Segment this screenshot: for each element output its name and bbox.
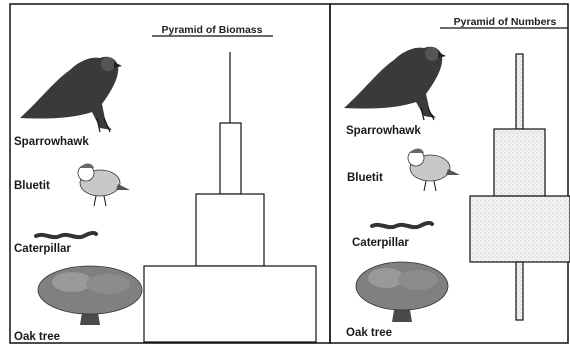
biomass-bar-bluetit-caterpillar [196, 194, 264, 266]
label-caterpillar: Caterpillar [14, 243, 71, 255]
numbers-bar-oak-tree [516, 262, 523, 320]
numbers-panel: Pyramid of Numbers Sparrowhawk Bluetit C… [344, 16, 570, 339]
oak-tree-icon [356, 262, 448, 322]
numbers-bar-sparrowhawk-top [516, 54, 523, 129]
label-caterpillar-numbers: Caterpillar [352, 237, 409, 249]
label-bluetit-numbers: Bluetit [347, 172, 383, 184]
bluetit-icon [78, 164, 130, 207]
numbers-bar-bluetit [494, 129, 545, 196]
label-oak-tree-numbers: Oak tree [346, 327, 392, 339]
label-sparrowhawk: Sparrowhawk [14, 136, 89, 148]
oak-tree-icon [38, 266, 142, 325]
numbers-title: Pyramid of Numbers [454, 16, 557, 28]
numbers-bar-caterpillar [470, 196, 570, 262]
biomass-bar-sparrowhawk [220, 123, 241, 194]
label-oak-tree: Oak tree [14, 331, 60, 343]
biomass-bar-oak-tree [144, 266, 316, 342]
sparrowhawk-icon [344, 47, 446, 120]
caterpillar-icon [36, 233, 96, 237]
label-bluetit: Bluetit [14, 180, 50, 192]
biomass-title: Pyramid of Biomass [162, 24, 263, 36]
sparrowhawk-icon [20, 57, 122, 132]
bluetit-icon [408, 149, 460, 192]
label-sparrowhawk-numbers: Sparrowhawk [346, 125, 421, 137]
caterpillar-icon [372, 223, 432, 227]
biomass-panel: Pyramid of Biomass Sparrowhawk Bluetit C… [14, 24, 316, 343]
